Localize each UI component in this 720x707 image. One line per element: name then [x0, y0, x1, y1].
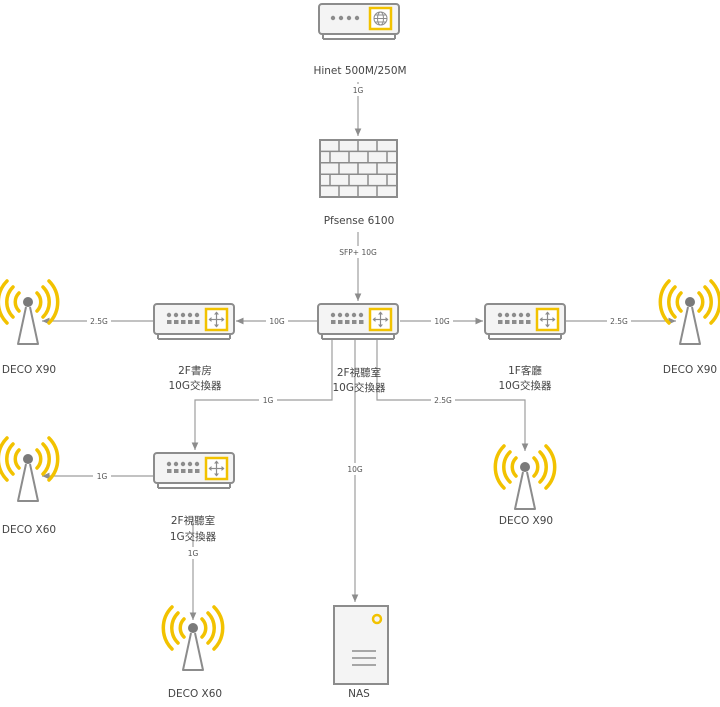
edge-label-firewall-core: SFP+ 10G [339, 248, 377, 257]
nas-label: NAS [348, 688, 370, 700]
core-switch-node[interactable]: 2F視聽室 10G交換器 [316, 302, 400, 394]
edge-label-study-ap: 2.5G [90, 317, 108, 326]
ap-study-node[interactable]: DECO X90 [0, 279, 60, 376]
ap-study-label: DECO X90 [2, 364, 56, 376]
edge-label-av1g-apleft: 1G [97, 472, 108, 481]
living-switch-label-line2: 10G交換器 [499, 379, 552, 392]
edge-labels: 1G SFP+ 10G 10G 10G 2.5G 2.5G 1G 2.5G 10… [87, 84, 631, 559]
living-switch-node[interactable]: 1F客廳 10G交換器 [483, 302, 567, 392]
study-switch-label-line1: 2F書房 [178, 364, 212, 377]
edge-label-core-nas: 10G [347, 465, 363, 474]
study-switch-label-line2: 10G交換器 [169, 379, 222, 392]
wifi-tower-icon [0, 436, 60, 503]
edge-label-living-ap: 2.5G [610, 317, 628, 326]
ap-av-bottom-node[interactable]: DECO X60 [161, 605, 225, 700]
nas-node[interactable]: NAS [333, 605, 389, 700]
firewall-icon [319, 139, 398, 198]
switch-icon [483, 302, 567, 341]
ap-av-bottom-label: DECO X60 [168, 688, 222, 700]
edge-label-modem-firewall: 1G [353, 86, 364, 95]
wifi-tower-icon [658, 279, 720, 346]
modem-icon [318, 3, 400, 40]
wifi-tower-icon [0, 279, 60, 346]
switch-icon [152, 451, 236, 490]
server-icon [333, 605, 389, 685]
edge-label-av1g-apbottom: 1G [188, 549, 199, 558]
modem-label: Hinet 500M/250M [313, 65, 406, 77]
switch-icon [152, 302, 236, 341]
edge-label-core-study: 10G [269, 317, 285, 326]
core-switch-label-line2: 10G交換器 [333, 381, 386, 394]
living-switch-label-line1: 1F客廳 [508, 364, 542, 377]
switch-icon [316, 302, 400, 341]
study-switch-node[interactable]: 2F書房 10G交換器 [152, 302, 236, 392]
ap-core-label: DECO X90 [499, 515, 553, 527]
ap-av-left-label: DECO X60 [2, 524, 56, 536]
edge-label-core-living: 10G [434, 317, 450, 326]
edge-label-core-av1g: 1G [263, 396, 274, 405]
core-switch-label-line1: 2F視聽室 [337, 366, 381, 379]
av-1g-switch-node[interactable]: 2F視聽室 1G交換器 [152, 451, 236, 543]
ap-av-left-node[interactable]: DECO X60 [0, 436, 60, 536]
av-1g-switch-label-line1: 2F視聽室 [171, 514, 215, 527]
wifi-tower-icon [493, 444, 557, 511]
ap-living-label: DECO X90 [663, 364, 717, 376]
ap-core-node[interactable]: DECO X90 [493, 444, 557, 527]
av-1g-switch-label-line2: 1G交換器 [170, 530, 217, 543]
edge-label-core-ap: 2.5G [434, 396, 452, 405]
modem-node[interactable]: Hinet 500M/250M [313, 3, 407, 77]
firewall-node[interactable]: Pfsense 6100 [319, 139, 398, 227]
firewall-label: Pfsense 6100 [324, 215, 395, 227]
ap-living-node[interactable]: DECO X90 [658, 279, 720, 376]
